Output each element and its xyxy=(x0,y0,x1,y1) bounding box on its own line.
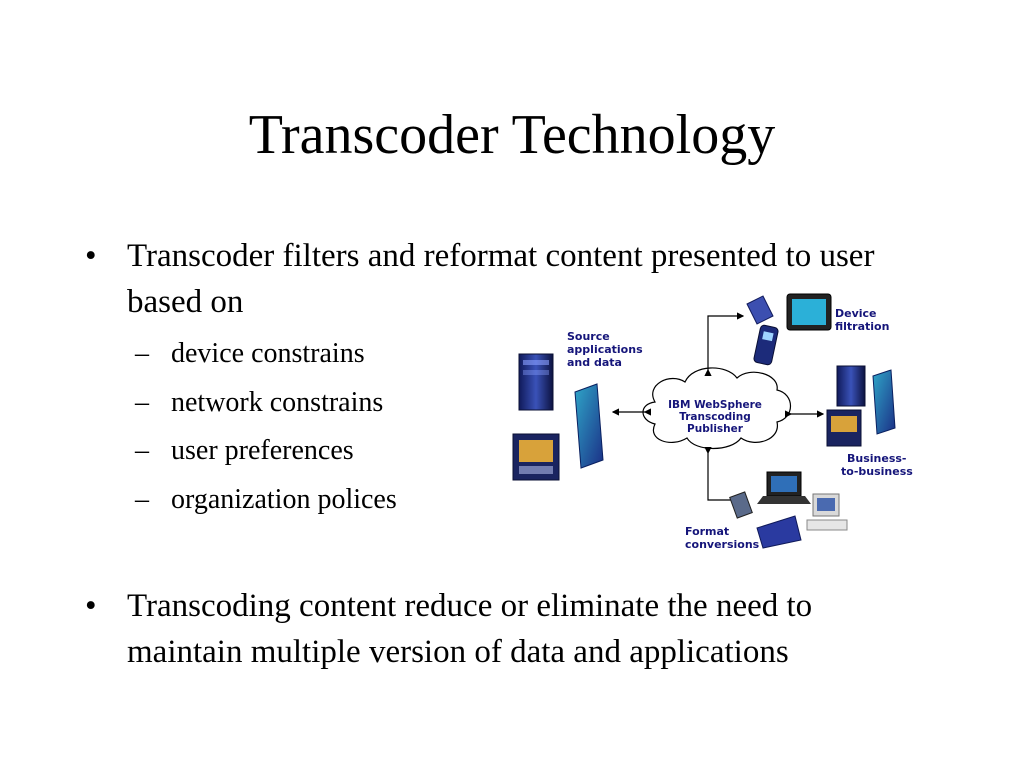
format-label-line: Format xyxy=(685,525,729,538)
sub-bullet-item: – user preferences xyxy=(135,433,354,469)
b2b-server-icon xyxy=(836,365,866,407)
dash-marker: – xyxy=(135,484,149,515)
sub-bullet-item: – device constrains xyxy=(135,336,365,372)
dash-marker: – xyxy=(135,387,149,418)
b2b-mainframe-icon xyxy=(826,409,862,447)
keyboard-device-icon xyxy=(756,515,802,549)
bullet-marker: • xyxy=(85,238,97,274)
bullet-text: Transcoding content reduce or eliminate … xyxy=(127,588,813,670)
mobile-phone-icon xyxy=(753,324,779,366)
sub-bullet-text: device constrains xyxy=(171,338,365,369)
sub-bullet-item: – network constrains xyxy=(135,385,383,421)
mainframe-icon xyxy=(512,433,560,481)
connector-arrows xyxy=(611,312,825,504)
device-label-line: filtration xyxy=(835,320,889,333)
format-label-line: conversions xyxy=(685,538,760,551)
bullet-marker: • xyxy=(85,588,97,624)
cloud-label-line: Transcoding xyxy=(679,411,751,423)
pda-icon xyxy=(746,295,774,325)
dash-marker: – xyxy=(135,338,149,369)
bullet-text: Transcoder filters and reformat content … xyxy=(127,238,875,320)
b2b-tower-icon xyxy=(872,369,896,435)
bullet-item: • Transcoder filters and reformat conten… xyxy=(85,233,925,325)
b2b-label-line: to-business xyxy=(841,465,913,478)
handheld-icon xyxy=(729,491,753,519)
server-icon xyxy=(518,353,554,411)
source-label-line: applications xyxy=(567,343,643,356)
tower-server-icon xyxy=(574,383,604,469)
slide-title: Transcoder Technology xyxy=(248,104,776,166)
desktop-computer-icon xyxy=(806,493,848,531)
device-label-line: Device xyxy=(835,307,877,320)
source-label-line: and data xyxy=(567,356,622,369)
sub-bullet-text: user preferences xyxy=(171,435,354,466)
monitor-icon xyxy=(786,293,832,331)
transcoding-diagram: IBM WebSphere Transcoding Publisher xyxy=(512,293,913,551)
bullet-item: • Transcoding content reduce or eliminat… xyxy=(85,583,925,675)
sub-bullet-text: organization polices xyxy=(171,484,397,515)
source-label-line: Source xyxy=(567,330,610,343)
laptop-icon xyxy=(757,471,811,504)
cloud-label-line: IBM WebSphere xyxy=(668,399,762,411)
b2b-label-line: Business- xyxy=(847,452,907,465)
dash-marker: – xyxy=(135,435,149,466)
sub-bullet-text: network constrains xyxy=(171,387,384,418)
sub-bullet-item: – organization polices xyxy=(135,482,397,518)
cloud-label-line: Publisher xyxy=(687,423,744,435)
cloud-icon: IBM WebSphere Transcoding Publisher xyxy=(642,367,792,449)
